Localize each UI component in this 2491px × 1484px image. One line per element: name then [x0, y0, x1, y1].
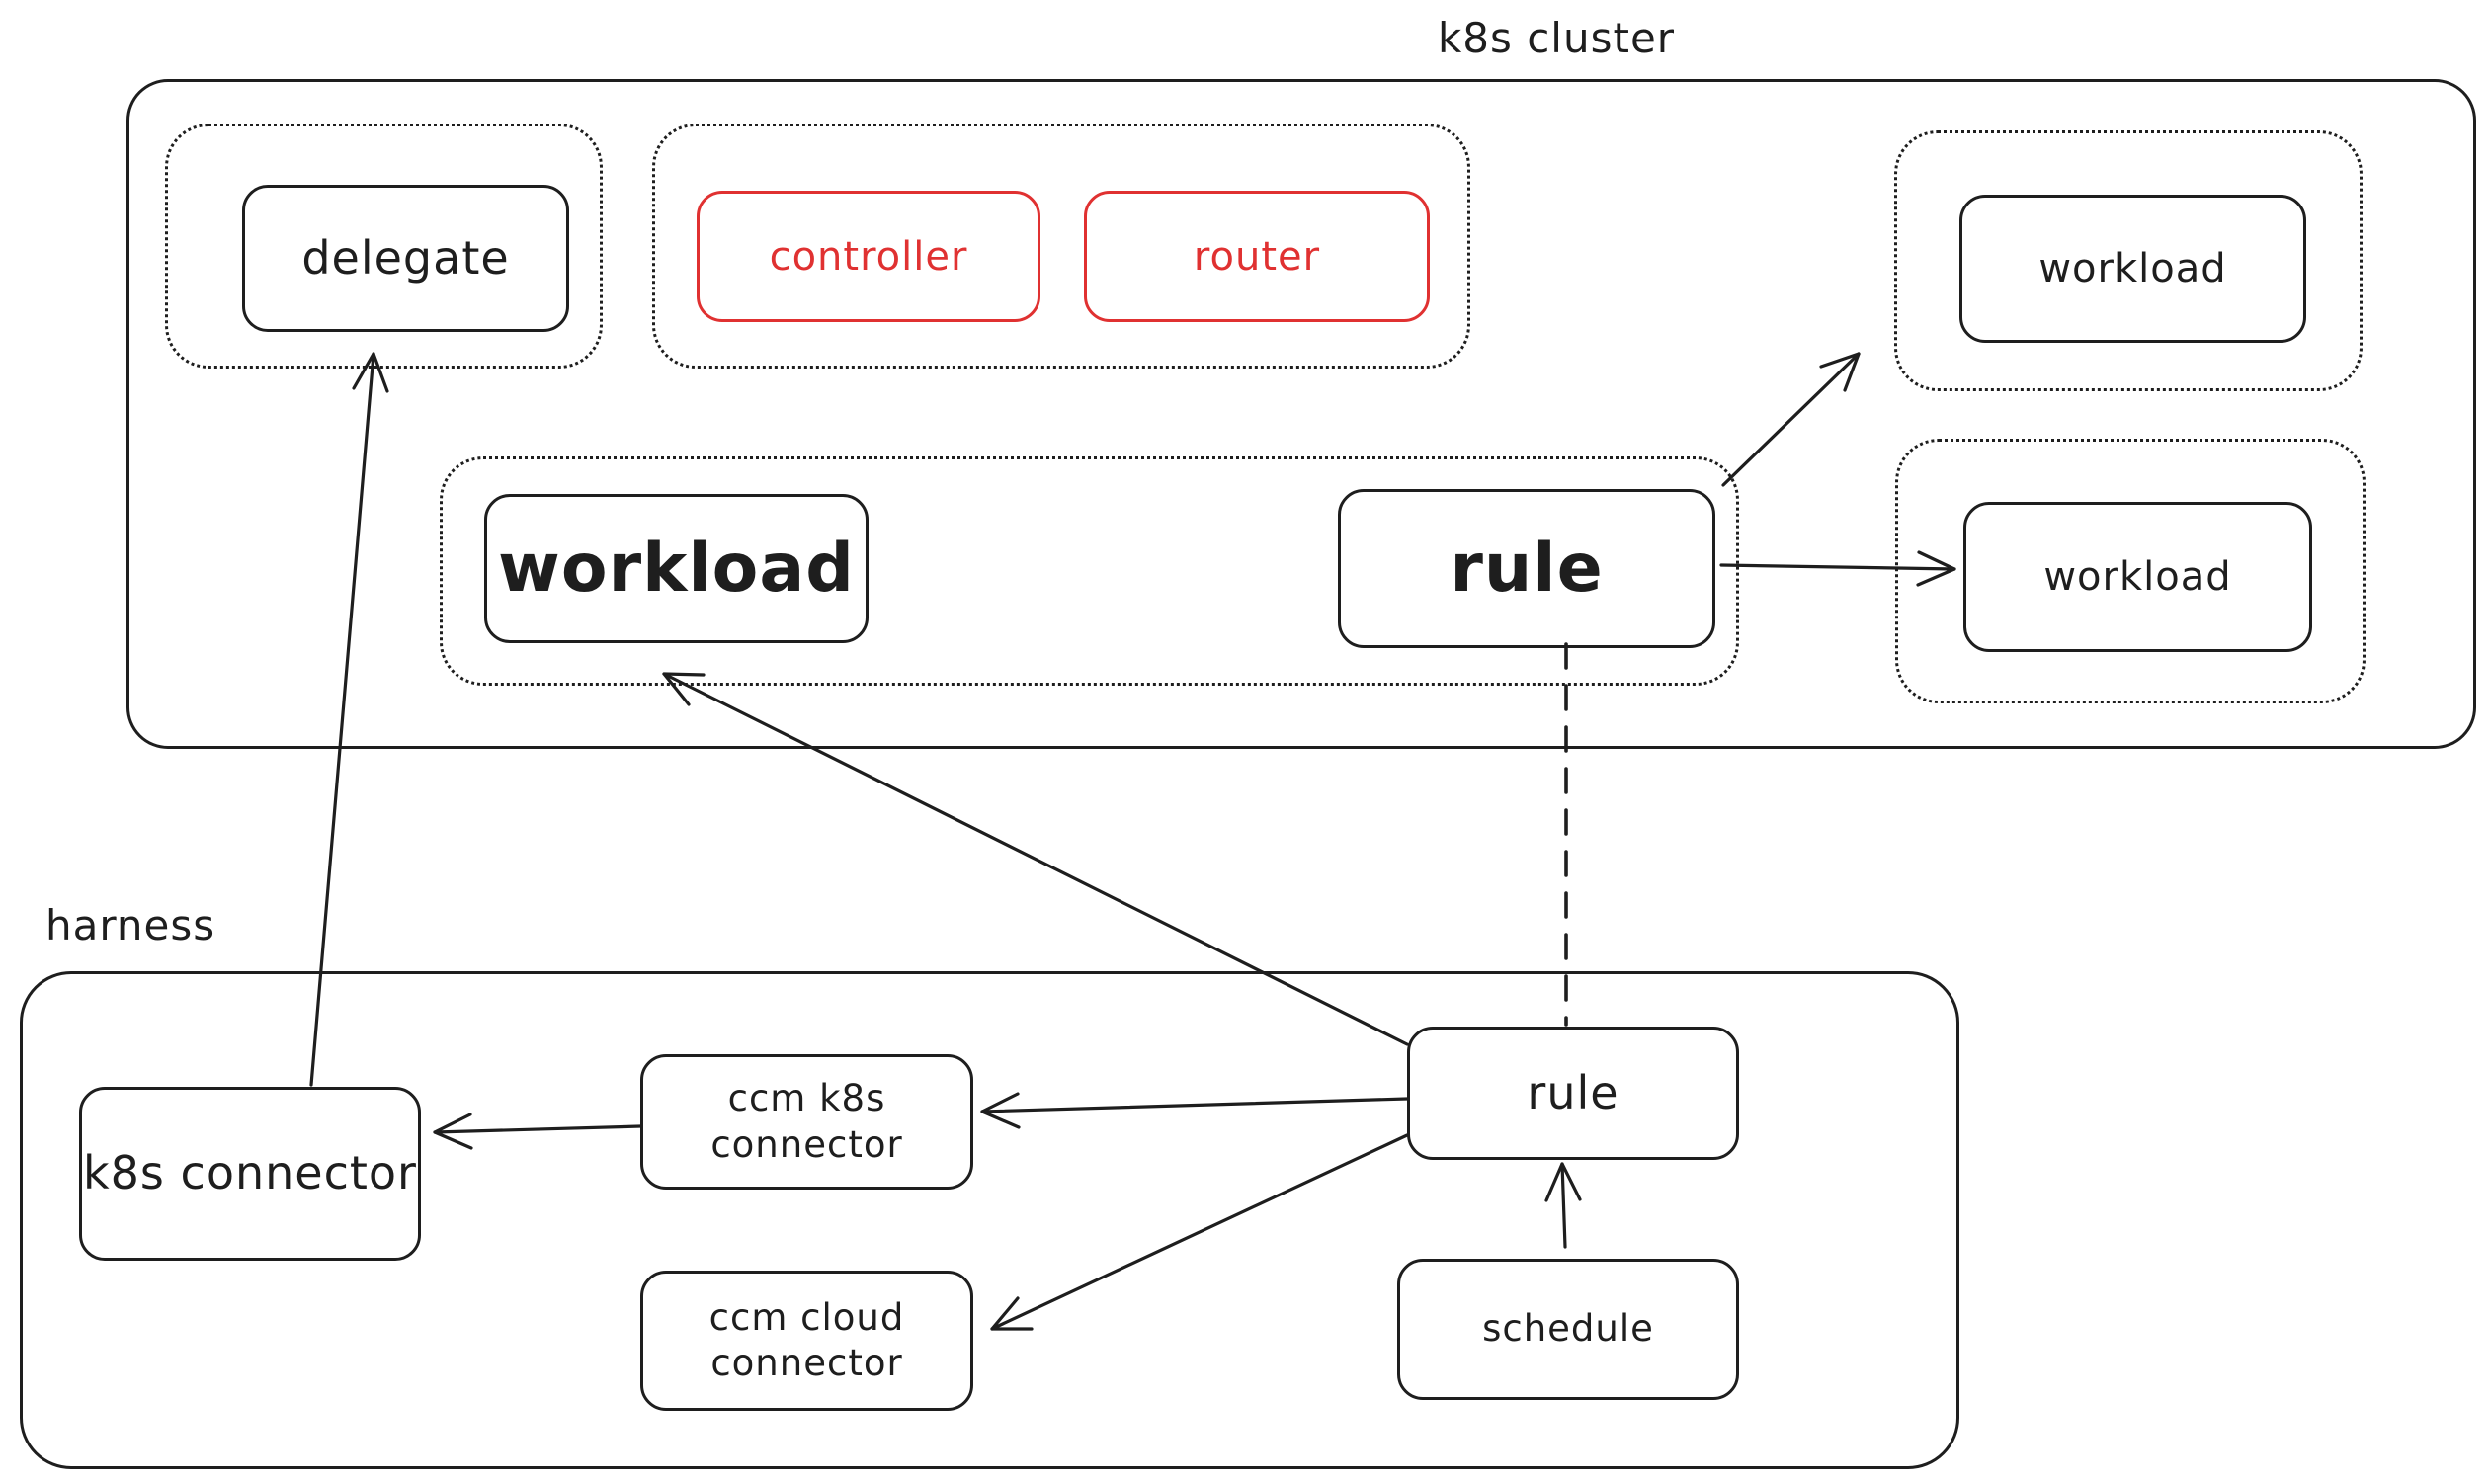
- workload-top-right-node: workload: [1959, 195, 2306, 343]
- workload-main-node: workload: [484, 494, 869, 643]
- router-node: router: [1084, 191, 1430, 322]
- delegate-node: delegate: [242, 185, 569, 332]
- k8s-connector-node: k8s connector: [79, 1087, 421, 1261]
- ccm-k8s-connector-line2: connector: [710, 1122, 903, 1166]
- rule-harness-label: rule: [1527, 1065, 1619, 1119]
- k8s-cluster-label: k8s cluster: [1437, 14, 1676, 62]
- router-label: router: [1193, 233, 1321, 280]
- ccm-cloud-connector-line2: connector: [710, 1342, 903, 1384]
- controller-router-group: [652, 124, 1470, 369]
- ccm-cloud-connector-node: ccm cloud connector: [640, 1271, 973, 1411]
- ccm-k8s-connector-line1: ccm k8s: [727, 1077, 886, 1120]
- delegate-label: delegate: [301, 230, 510, 285]
- workload-main-label: workload: [498, 530, 855, 608]
- schedule-node: schedule: [1397, 1259, 1739, 1400]
- ccm-cloud-connector-line1: ccm cloud: [708, 1295, 905, 1339]
- controller-label: controller: [769, 233, 968, 280]
- harness-label: harness: [45, 901, 216, 949]
- workload-top-right-group: [1894, 130, 2363, 391]
- ccm-k8s-connector-node: ccm k8s connector: [640, 1054, 973, 1190]
- rule-harness-node: rule: [1407, 1027, 1739, 1160]
- rule-k8s-label: rule: [1450, 530, 1604, 608]
- rule-k8s-node: rule: [1338, 489, 1715, 648]
- workload-top-right-label: workload: [2038, 246, 2227, 291]
- workload-mid-right-node: workload: [1963, 502, 2312, 652]
- controller-node: controller: [697, 191, 1040, 322]
- workload-mid-right-label: workload: [2043, 554, 2232, 600]
- schedule-label: schedule: [1482, 1307, 1654, 1351]
- k8s-connector-label: k8s connector: [83, 1146, 417, 1200]
- workload-mid-right-group: [1895, 439, 2366, 703]
